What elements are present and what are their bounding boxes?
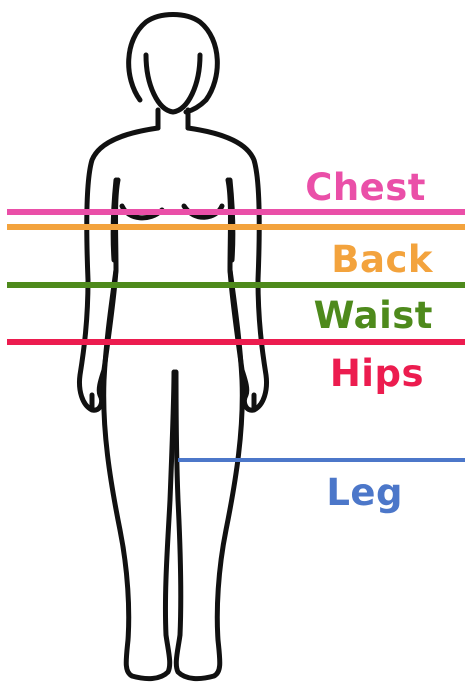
right-leg-outline	[176, 270, 242, 679]
left-leg-outline	[104, 270, 174, 679]
face-outline	[146, 55, 200, 112]
left-side-outline	[80, 128, 159, 410]
right-inner-arm	[230, 180, 233, 260]
leg-label: Leg	[326, 471, 403, 514]
back-label: Back	[331, 238, 434, 281]
waist-label: Waist	[314, 294, 433, 337]
right-side-outline	[188, 128, 267, 410]
chest-label: Chest	[305, 166, 426, 209]
left-inner-arm	[113, 180, 116, 260]
head-outline	[129, 15, 218, 113]
female-body-outline-icon	[80, 15, 267, 679]
hips-label: Hips	[330, 352, 424, 395]
